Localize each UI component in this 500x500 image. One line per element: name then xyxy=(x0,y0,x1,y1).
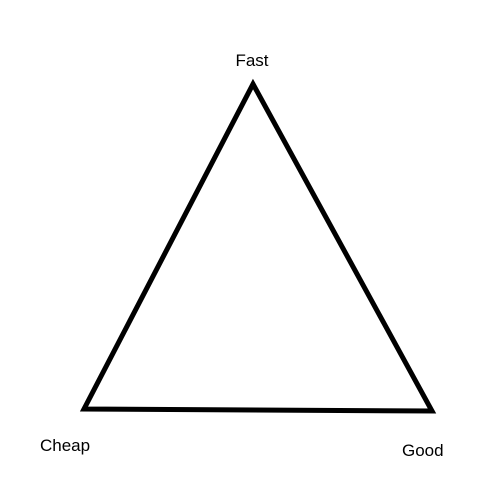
triangle-outline xyxy=(79,78,437,414)
vertex-label-cheap: Cheap xyxy=(40,436,91,455)
vertex-label-good: Good xyxy=(402,441,444,460)
vertex-label-fast: Fast xyxy=(235,51,269,70)
